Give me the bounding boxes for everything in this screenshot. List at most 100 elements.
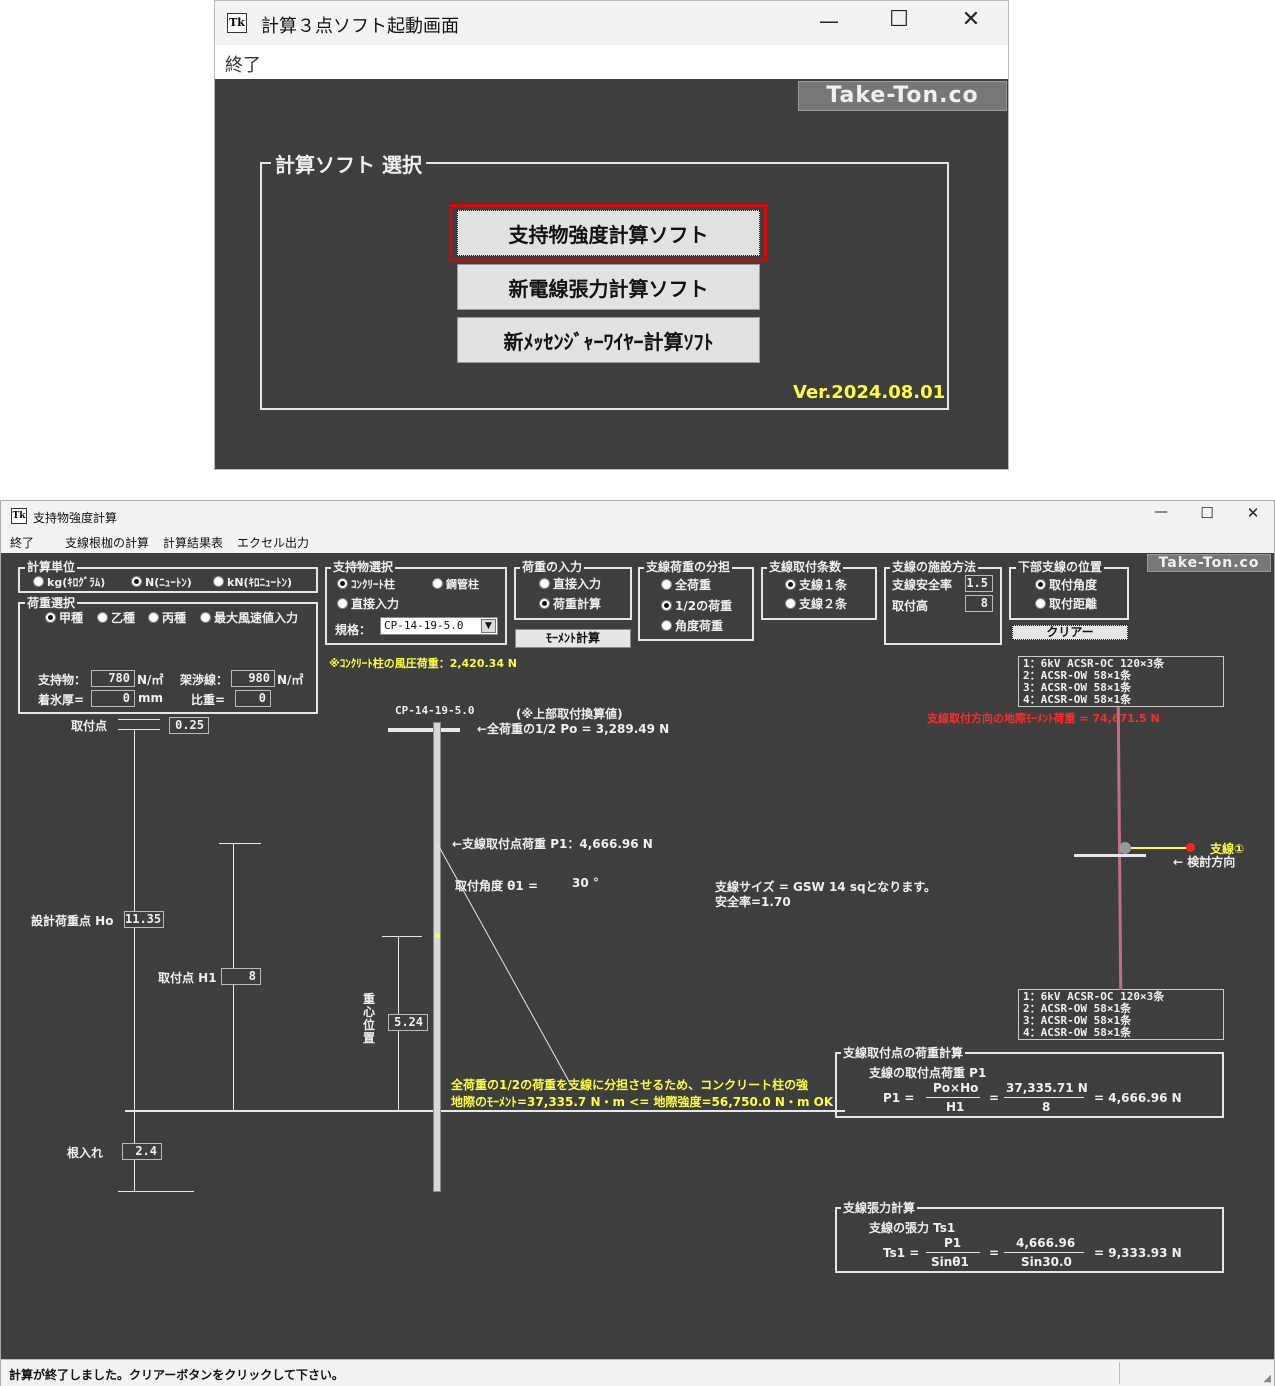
concrete-pole-radio[interactable]: ｺﾝｸﾘｰﾄ柱 — [337, 576, 395, 592]
cg-label: 重心位置 — [363, 992, 376, 1045]
calc1-num2: 37,335.71 N — [1006, 1081, 1088, 1095]
main-menubar: 終了 支線根枷の計算 計算結果表 エクセル出力 — [1, 531, 1274, 553]
wire-item: 3：ACSR-OW 58×1条 — [1023, 1014, 1132, 1027]
unit-group — [18, 567, 318, 593]
menu-anchor-calc[interactable]: 支線根枷の計算 — [65, 536, 150, 550]
clear-button[interactable]: クリアー — [1012, 625, 1128, 640]
wire-pressure-field[interactable]: 980 — [231, 670, 275, 687]
moment-calc-button[interactable]: ﾓｰﾒﾝﾄ計算 — [515, 629, 631, 648]
stay-one-radio[interactable]: 支線１条 — [785, 576, 847, 593]
wire-unit: N/㎡ — [277, 673, 304, 687]
steel-pole-radio[interactable]: 鋼管柱 — [432, 576, 479, 592]
chevron-down-icon[interactable]: ▼ — [481, 619, 496, 633]
load-type-a-radio[interactable]: 甲種 — [45, 609, 83, 626]
unit-kn-radio[interactable]: kN(ｷﾛﾆｭｰﾄﾝ) — [213, 574, 292, 590]
attach-distance-radio[interactable]: 取付距離 — [1035, 595, 1097, 612]
minimize-icon[interactable]: — — [1154, 504, 1168, 520]
design-load-value: 11.35 — [124, 911, 164, 928]
moment-check-note: 地際のﾓｰﾒﾝﾄ=37,335.7 N・m <= 地際強度=56,750.0 N… — [451, 1095, 834, 1109]
max-wind-radio[interactable]: 最大風速値入力 — [200, 609, 298, 626]
specific-gravity-field[interactable]: 0 — [235, 690, 271, 707]
launcher-menubar: 終了 — [215, 45, 1008, 79]
main-title: 支持物強度計算 — [33, 511, 118, 525]
upper-note: (※上部取付換算値) — [516, 707, 623, 721]
fraction-bar — [1004, 1252, 1084, 1253]
ground-line — [125, 1110, 845, 1112]
spec-select[interactable]: CP-14-19-5.0 ▼ — [380, 617, 498, 635]
wire-item: 1：6kV ACSR-OC 120×3条 — [1023, 990, 1165, 1003]
load-type-b-radio[interactable]: 乙種 — [97, 609, 135, 626]
app-logo-icon: Tk — [227, 13, 247, 33]
resize-grip-icon[interactable]: ◢ — [1263, 1373, 1271, 1384]
dim-tick — [118, 1191, 194, 1192]
share-full-radio[interactable]: 全荷重 — [661, 576, 711, 593]
support-unit: N/㎡ — [137, 673, 164, 687]
wire-list-bottom: 1：6kV ACSR-OC 120×3条 2：ACSR-OW 58×1条 3：A… — [1018, 989, 1224, 1040]
safety-result-text: 安全率=1.70 — [715, 895, 791, 909]
maximize-icon[interactable]: ☐ — [889, 7, 909, 32]
calc2-den2: Sin30.0 — [1021, 1255, 1072, 1269]
wire-item: 4：ACSR-OW 58×1条 — [1023, 1026, 1132, 1039]
menu-exit[interactable]: 終了 — [225, 55, 261, 76]
main-window: Tk 支持物強度計算 — ☐ ✕ 終了 支線根枷の計算 計算結果表 エクセル出力… — [0, 500, 1275, 1386]
calc1-den2: 8 — [1042, 1100, 1051, 1114]
ice-label: 着氷厚= — [38, 693, 85, 707]
support-pressure-field[interactable]: 780 — [91, 670, 135, 687]
calc1-den1: H1 — [946, 1100, 965, 1114]
dim-tick — [219, 843, 261, 844]
menu-exit[interactable]: 終了 — [10, 536, 35, 550]
calc1-lhs: P1 = — [883, 1091, 915, 1105]
embed-label: 根入れ — [67, 1146, 104, 1160]
direct-input-radio[interactable]: 直接入力 — [337, 595, 399, 612]
messenger-wire-button[interactable]: 新ﾒｯｾﾝｼﾞｬｰﾜｲﾔｰ計算ｿﾌﾄ — [457, 317, 760, 363]
attach-load-calc-group — [835, 1052, 1224, 1118]
stay-wire-line — [436, 842, 572, 1086]
load-calc-radio[interactable]: 荷重計算 — [539, 595, 601, 612]
attach-angle-radio[interactable]: 取付角度 — [1035, 576, 1097, 593]
spec-label: 規格： — [335, 623, 372, 637]
ice-thickness-field[interactable]: 0 — [91, 690, 135, 707]
menu-excel[interactable]: エクセル出力 — [237, 536, 310, 550]
share-half-radio[interactable]: 1/2の荷重 — [661, 597, 732, 614]
load-type-c-radio[interactable]: 丙種 — [148, 609, 186, 626]
unit-n-radio[interactable]: N(ﾆｭｰﾄﾝ) — [131, 574, 192, 590]
load-direct-radio[interactable]: 直接入力 — [539, 575, 601, 592]
stay-two-radio[interactable]: 支線２条 — [785, 595, 847, 612]
brand-logo: Take-Ton.co — [1147, 554, 1271, 572]
stay-label: 支線① — [1210, 842, 1245, 856]
wire-item: 2：ACSR-OW 58×1条 — [1023, 1002, 1132, 1015]
status-text: 計算が終了しました。クリアーボタンをクリックして下さい。 — [9, 1368, 344, 1382]
fraction-bar — [926, 1252, 980, 1253]
dim-tick — [118, 729, 160, 730]
share-angle-radio[interactable]: 角度荷重 — [661, 617, 723, 634]
load-select-title: 荷重選択 — [25, 594, 78, 611]
load-share-title: 支線荷重の分担 — [644, 558, 733, 575]
status-divider — [1119, 1362, 1120, 1384]
attach-point-label: 取付点 — [71, 719, 108, 733]
support-strength-button[interactable]: 支持物強度計算ソフト — [457, 210, 760, 256]
embed-value: 2.4 — [122, 1143, 162, 1160]
unit-group-title: 計算単位 — [25, 558, 78, 575]
version-label: Ver.2024.08.01 — [793, 382, 946, 403]
support-select-group — [325, 567, 507, 645]
maximize-icon[interactable]: ☐ — [1200, 504, 1214, 522]
minimize-icon[interactable]: — — [819, 9, 839, 33]
fraction-bar — [926, 1097, 980, 1098]
close-icon[interactable]: ✕ — [961, 7, 981, 32]
safety-factor-field[interactable]: 1.5 — [965, 575, 993, 592]
crossarm — [388, 728, 460, 732]
dim-tick — [382, 936, 422, 937]
stay-tension-calc-title: 支線張力計算 — [841, 1199, 918, 1216]
wire-tension-button[interactable]: 新電線張力計算ソフト — [457, 264, 760, 310]
attach-height-field[interactable]: 8 — [965, 595, 993, 612]
calc2-eq: = — [989, 1246, 1000, 1260]
wire-item: 1：6kV ACSR-OC 120×3条 — [1023, 657, 1165, 670]
menu-results[interactable]: 計算結果表 — [163, 536, 224, 550]
cg-marker-icon — [435, 933, 440, 938]
attach-height-label: 取付高 — [892, 599, 929, 613]
load-select-group — [18, 602, 318, 714]
main-titlebar: Tk 支持物強度計算 — ☐ ✕ — [1, 501, 1274, 531]
unit-kg-radio[interactable]: kg(ｷﾛｸﾞﾗﾑ) — [33, 574, 105, 590]
close-icon[interactable]: ✕ — [1246, 504, 1260, 522]
lower-stay-title: 下部支線の位置 — [1016, 558, 1105, 575]
